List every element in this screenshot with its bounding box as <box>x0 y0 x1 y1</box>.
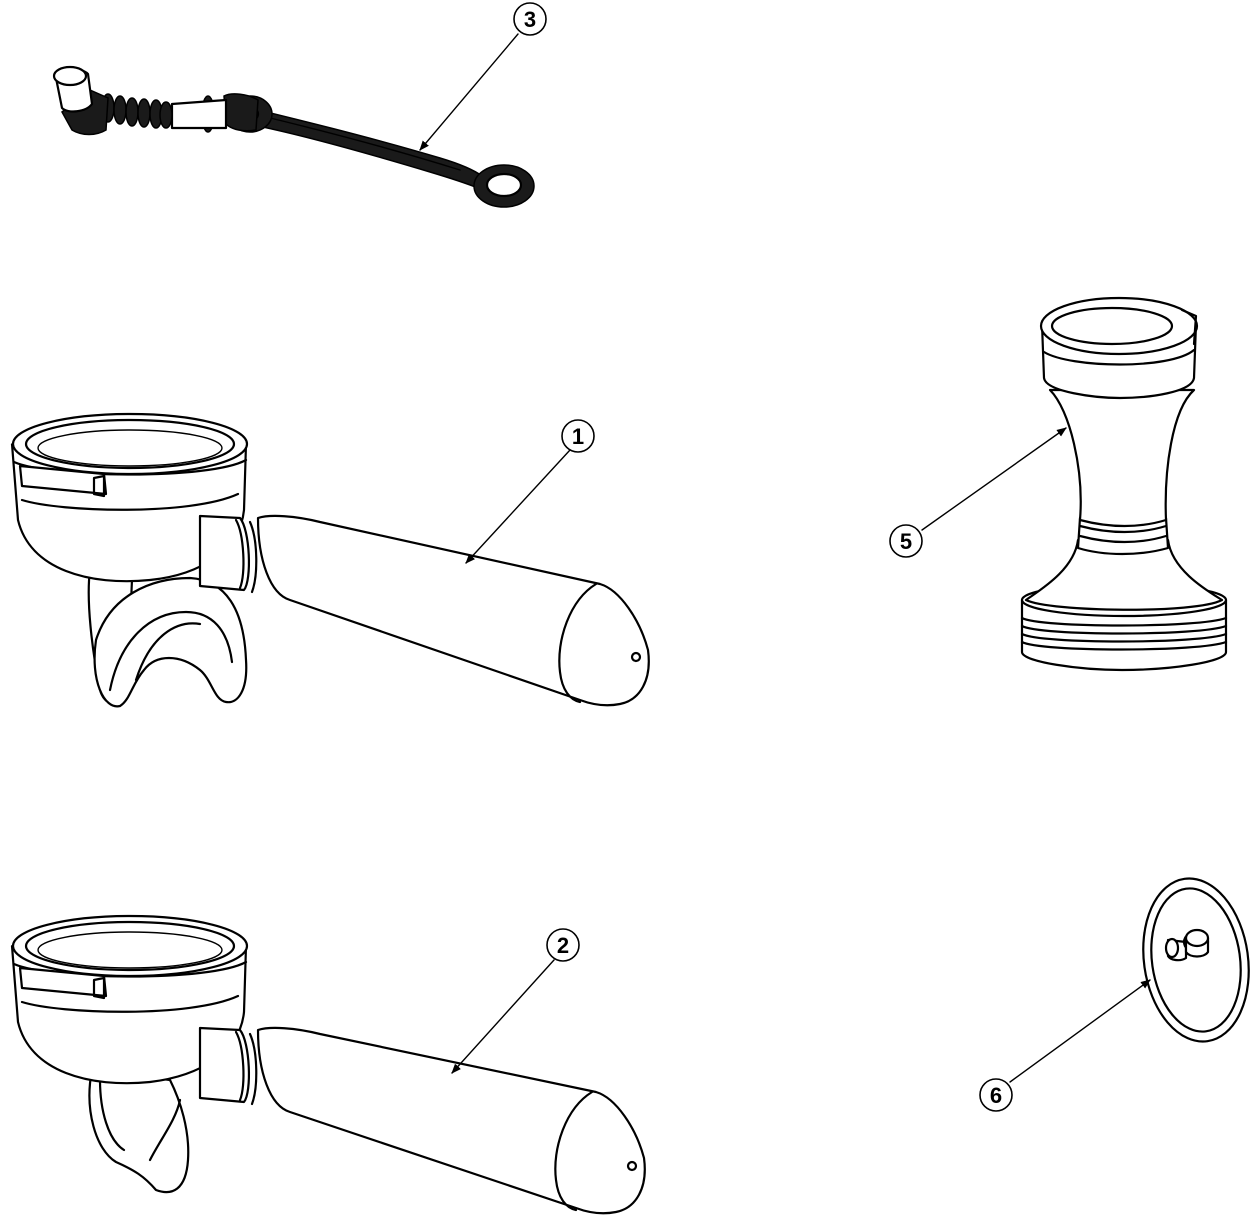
leader-line-2 <box>451 959 555 1074</box>
portafilter-single-spout-icon <box>10 914 646 1215</box>
leader-line-6 <box>1009 979 1151 1083</box>
leader-line-3 <box>419 33 519 151</box>
callout-1: 1 <box>561 419 595 453</box>
callout-5-label: 5 <box>900 529 912 554</box>
callout-1-label: 1 <box>572 424 584 449</box>
portafilter-double-spout-icon <box>10 412 650 708</box>
leader-line-5 <box>921 427 1067 531</box>
callout-6-label: 6 <box>990 1083 1002 1108</box>
callout-3-label: 3 <box>524 7 536 32</box>
callout-5: 5 <box>889 524 923 558</box>
callout-2: 2 <box>546 928 580 962</box>
coffee-tamper-icon <box>1020 296 1228 672</box>
callout-2-label: 2 <box>557 933 569 958</box>
callout-6: 6 <box>979 1078 1013 1112</box>
cleaning-brush-icon <box>52 65 535 208</box>
leader-lines <box>419 33 1151 1083</box>
callout-3: 3 <box>513 2 547 36</box>
leader-line-1 <box>465 449 571 564</box>
blind-filter-disc-icon <box>1142 877 1250 1043</box>
brush-bristles <box>101 93 173 129</box>
